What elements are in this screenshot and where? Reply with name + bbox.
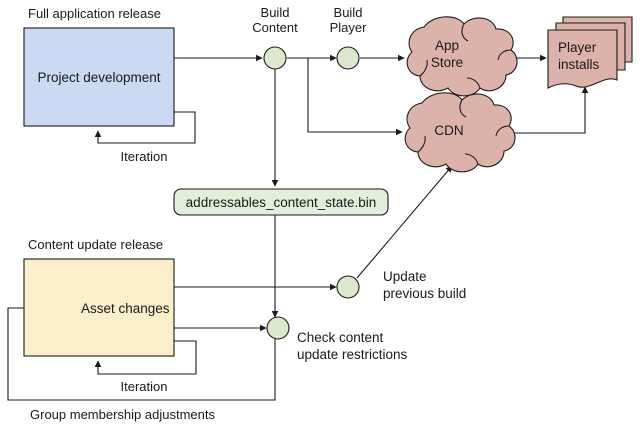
group-membership-label: Group membership adjustments [30,407,215,422]
project-development-label: Project development [37,70,160,85]
player-installs-label-line1: Player [558,40,597,55]
edge-cdn-to-player-installs [503,86,589,134]
asset-changes-box[interactable] [23,258,175,357]
asset-changes-label: Asset changes [81,301,170,316]
player-installs-label-line2: installs [558,57,600,72]
content-state-file-label: addressables_content_state.bin [186,195,377,210]
edge-update-previous-to-cdn [356,165,453,279]
iteration-top-label: Iteration [121,149,168,164]
app-store-label-line1: App [435,38,459,53]
iteration-bottom-label: Iteration [121,379,168,394]
content-update-caption: Content update release [28,237,163,252]
app-store-cloud[interactable] [406,16,518,97]
player-installs-stack[interactable] [547,16,633,89]
content-state-file-box[interactable] [173,188,389,216]
build-player-label-line1: Build [334,5,363,20]
build-content-label-line1: Build [261,5,290,20]
edge-iteration-bottom [94,340,197,375]
build-player-node[interactable] [336,46,360,70]
check-content-label-line1: Check content [297,330,384,345]
edge-build-content-to-cdn [307,58,403,136]
check-content-node[interactable] [266,316,290,340]
cdn-label: CDN [434,123,463,138]
build-content-node[interactable] [263,46,287,70]
full-release-caption: Full application release [28,6,161,21]
app-store-label-line2: Store [431,55,463,70]
check-content-label-line2: update restrictions [297,347,408,362]
update-previous-build-label-line1: Update [383,269,427,284]
build-player-label-line2: Player [330,20,368,35]
project-development-box[interactable] [23,27,175,127]
build-content-label-line2: Content [252,20,298,35]
update-previous-build-node[interactable] [336,275,360,299]
edge-group-membership-loop [7,304,276,401]
update-previous-build-label-line2: previous build [383,286,466,301]
edge-iteration-top [94,111,196,144]
cdn-cloud[interactable] [404,92,516,173]
